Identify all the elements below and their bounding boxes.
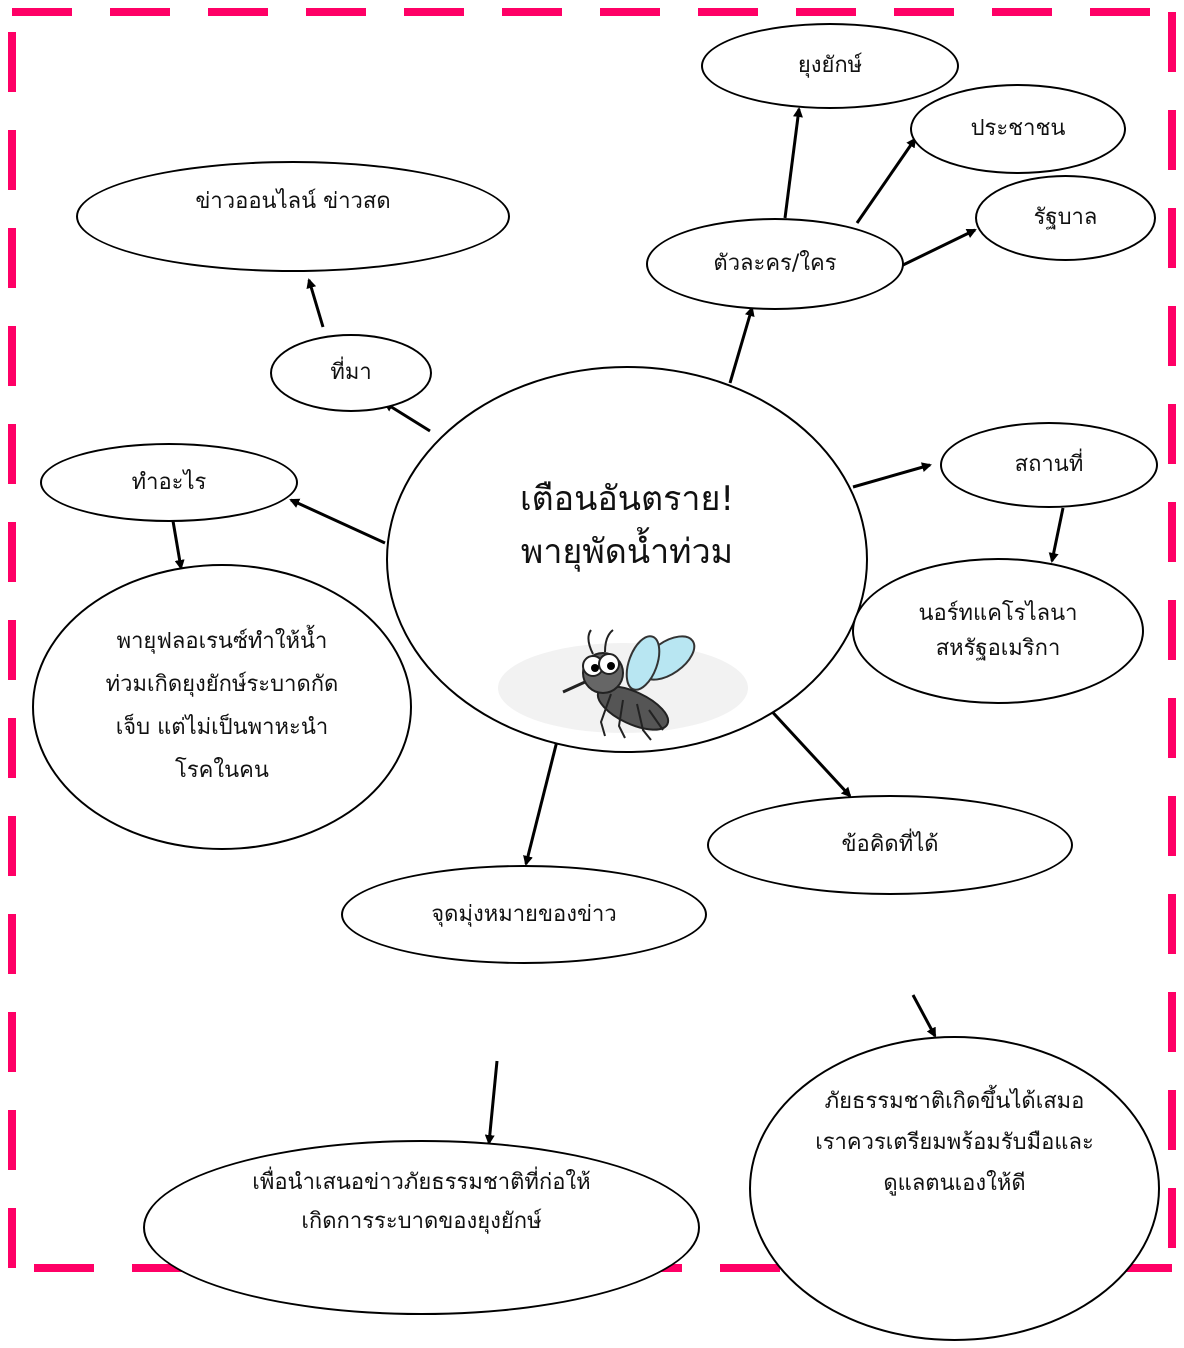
what-detail-label: พายุฟลอเรนซ์ทำให้น้ำท่วมเกิดยุงยักษ์ระบา…	[105, 629, 339, 783]
central-topic-node: เตือนอันตราย! พายุพัดน้ำท่วม	[386, 366, 868, 753]
dashed-frame	[8, 8, 1176, 1272]
arrow-to-people	[855, 137, 917, 224]
place-node: สถานที่	[940, 422, 1158, 508]
arrow-to-lesson-detail	[911, 994, 937, 1038]
arrow-to-source-detail	[306, 278, 325, 328]
place-detail-node: นอร์ทแคโรไลนา สหรัฐอเมริกา	[852, 558, 1144, 704]
lesson-node: ข้อคิดที่ได้	[707, 795, 1073, 895]
what-node: ทำอะไร	[40, 443, 298, 522]
characters-label: ตัวละคร/ใคร	[713, 251, 837, 277]
source-label: ที่มา	[330, 360, 372, 386]
characters-node: ตัวละคร/ใคร	[646, 218, 904, 310]
what-label: ทำอะไร	[131, 469, 207, 495]
arrow-to-purpose-detail	[484, 1060, 499, 1145]
arrow-to-source	[383, 401, 431, 433]
source-node: ที่มา	[270, 334, 432, 412]
arrow-to-place	[852, 462, 932, 489]
arrow-to-what-detail	[171, 520, 185, 570]
arrow-to-government	[902, 228, 977, 267]
lesson-label: ข้อคิดที่ได้	[841, 832, 939, 858]
lesson-detail-node: ภัยธรรมชาติเกิดขึ้นได้เสมอ เราควรเตรียมพ…	[749, 1036, 1160, 1341]
what-detail-node: พายุฟลอเรนซ์ทำให้น้ำท่วมเกิดยุงยักษ์ระบา…	[32, 564, 412, 850]
source-detail-label: ข่าวออนไลน์ ข่าวสด	[195, 188, 391, 214]
people-node: ประชาชน	[910, 84, 1126, 174]
source-detail-node: ข่าวออนไลน์ ข่าวสด	[76, 161, 510, 272]
arrow-to-characters	[728, 306, 755, 384]
purpose-detail-label: เพื่อนำเสนอข่าวภัยธรรมชาติที่ก่อให้เกิดก…	[252, 1170, 591, 1234]
government-node: รัฐบาล	[975, 175, 1156, 261]
arrow-to-mosquito	[783, 107, 803, 219]
purpose-label: จุดมุ่งหมายของข่าว	[431, 901, 617, 927]
central-title-line2: พายุพัดน้ำท่วม	[520, 531, 734, 572]
place-label: สถานที่	[1014, 452, 1084, 478]
government-label: รัฐบาล	[1033, 205, 1098, 231]
arrow-to-what	[289, 498, 386, 545]
purpose-detail-node: เพื่อนำเสนอข่าวภัยธรรมชาติที่ก่อให้เกิดก…	[143, 1140, 700, 1315]
lesson-detail-label: ภัยธรรมชาติเกิดขึ้นได้เสมอ เราควรเตรียมพ…	[815, 1089, 1094, 1196]
central-title-line1: เตือนอันตราย!	[519, 479, 734, 519]
people-label: ประชาชน	[970, 116, 1066, 142]
place-detail-label: นอร์ทแคโรไลนา สหรัฐอเมริกา	[918, 600, 1078, 661]
mosquito-label: ยุงยักษ์	[797, 53, 863, 79]
arrow-to-place-detail	[1048, 507, 1065, 563]
purpose-node: จุดมุ่งหมายของข่าว	[341, 865, 707, 964]
mosquito-node: ยุงยักษ์	[701, 23, 959, 109]
arrow-to-lesson	[763, 702, 852, 798]
arrow-to-purpose	[523, 740, 559, 866]
mosquito-illustration	[498, 629, 748, 741]
